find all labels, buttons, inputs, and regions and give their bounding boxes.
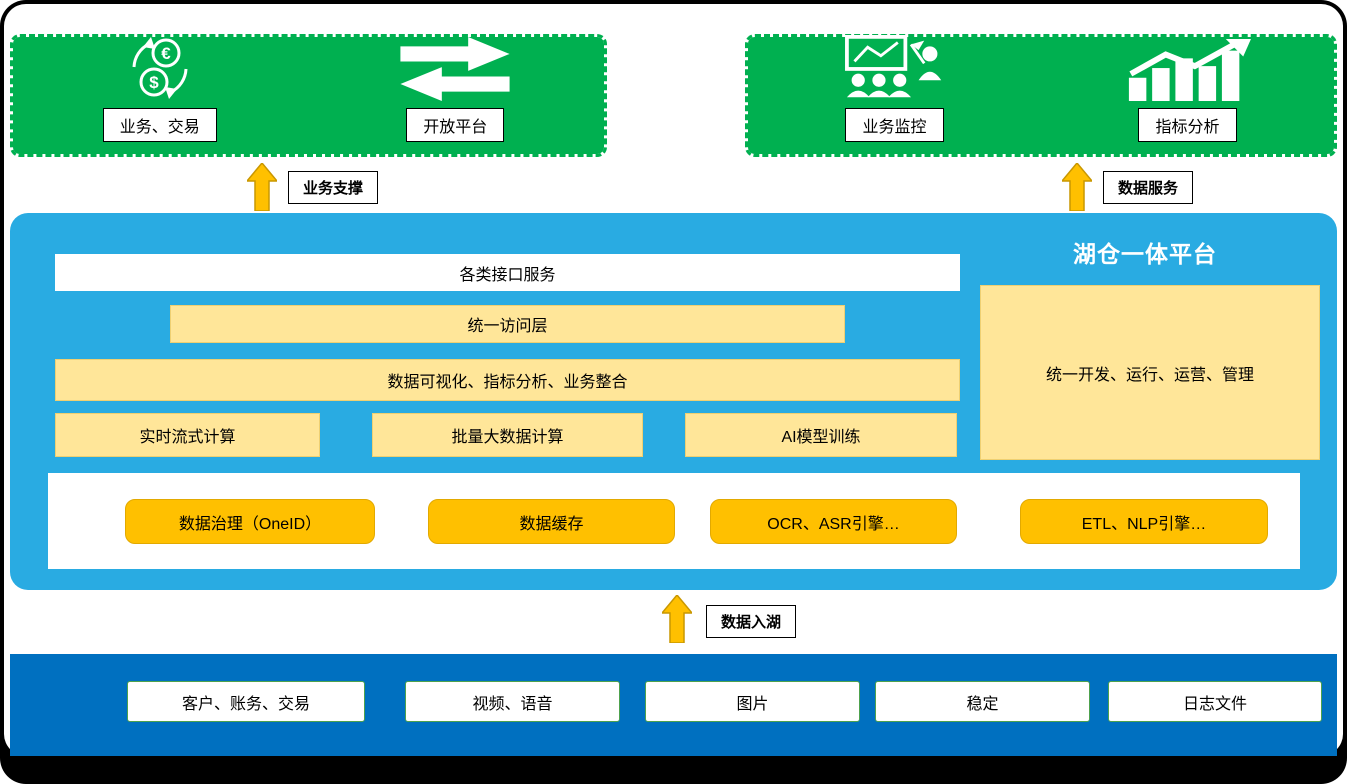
metric-analysis-label: 指标分析 [1138, 108, 1237, 142]
business-trade-label: 业务、交易 [102, 108, 217, 142]
source-video-audio-box: 视频、语音 [405, 681, 620, 722]
transfer-arrows-icon [396, 37, 514, 101]
svg-text:€: € [161, 44, 171, 63]
business-monitor-icon [832, 35, 958, 101]
etl-nlp-engine-box: ETL、NLP引擎… [1020, 499, 1268, 544]
lakehouse-platform: 湖仓一体平台 各类接口服务 统一访问层 数据可视化、指标分析、业务整合 实时流式… [10, 213, 1337, 590]
open-platform-label: 开放平台 [406, 108, 505, 142]
monitor-group: 业务监控 指标分析 [745, 34, 1337, 157]
business-support-label: 业务支撑 [288, 171, 379, 204]
up-arrow-icon [247, 163, 277, 211]
svg-text:$: $ [149, 73, 159, 92]
data-cache-box: 数据缓存 [428, 499, 675, 544]
business-monitor-node: 业务监控 [832, 35, 958, 154]
business-trade-node: € $ 业务、交易 [102, 35, 217, 154]
source-log-file-box: 日志文件 [1108, 681, 1322, 722]
data-service-label: 数据服务 [1103, 171, 1194, 204]
up-arrow-icon [1062, 163, 1092, 211]
up-arrow-icon [662, 595, 692, 643]
stream-compute-box: 实时流式计算 [55, 413, 320, 457]
currency-exchange-icon: € $ [118, 35, 202, 101]
open-platform-node: 开放平台 [396, 37, 514, 154]
chart-analysis-icon [1125, 39, 1251, 101]
unified-management-box: 统一开发、运行、运营、管理 [980, 285, 1320, 460]
business-monitor-label: 业务监控 [845, 108, 944, 142]
source-stable-box: 稳定 [875, 681, 1090, 722]
engine-layer: 数据治理（OneID） 数据缓存 OCR、ASR引擎… ETL、NLP引擎… [48, 473, 1300, 569]
source-customer-box: 客户、账务、交易 [127, 681, 365, 722]
platform-title: 湖仓一体平台 [1073, 241, 1217, 267]
data-governance-box: 数据治理（OneID） [125, 499, 375, 544]
ocr-asr-engine-box: OCR、ASR引擎… [710, 499, 957, 544]
visualization-bar: 数据可视化、指标分析、业务整合 [55, 359, 960, 401]
data-source-layer: 客户、账务、交易 视频、语音 图片 稳定 日志文件 [10, 654, 1337, 756]
business-group: € $ 业务、交易 开放平台 [10, 34, 607, 157]
ai-training-box: AI模型训练 [685, 413, 957, 457]
data-ingest-label: 数据入湖 [706, 605, 797, 638]
interface-service-bar: 各类接口服务 [55, 254, 960, 291]
unified-access-bar: 统一访问层 [170, 305, 845, 343]
metric-analysis-node: 指标分析 [1125, 37, 1251, 154]
source-image-box: 图片 [645, 681, 860, 722]
batch-compute-box: 批量大数据计算 [372, 413, 643, 457]
